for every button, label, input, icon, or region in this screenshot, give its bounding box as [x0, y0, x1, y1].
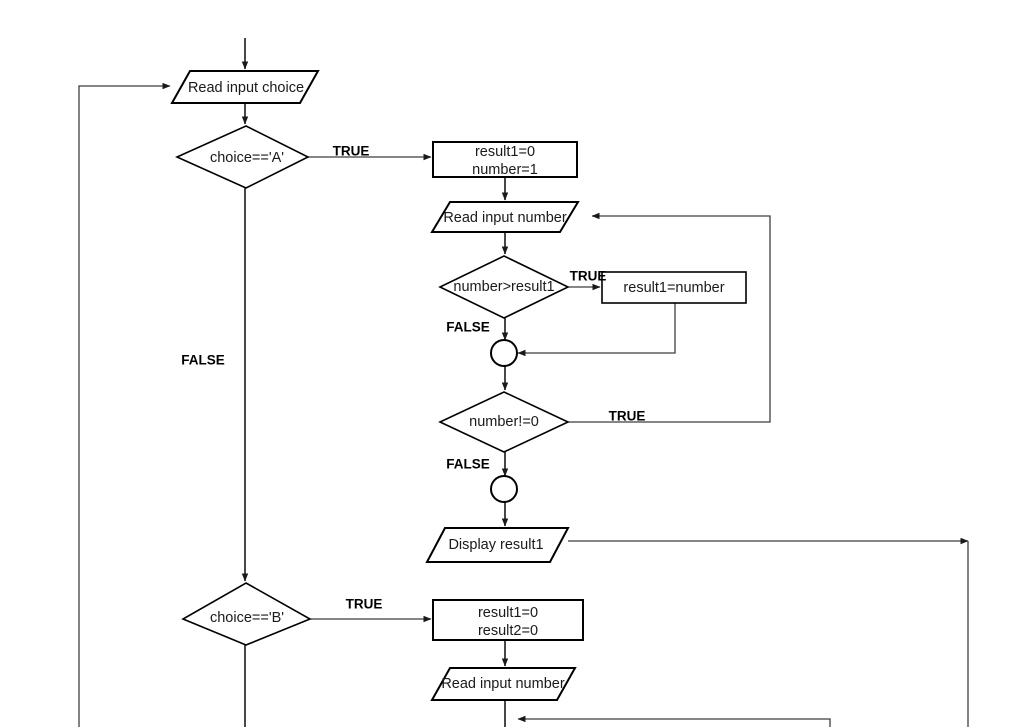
label-number-ne-true: TRUE: [609, 409, 646, 424]
init-result1-result2-shape: [432, 599, 584, 641]
init-result1-result2-line2: result2=0: [478, 623, 538, 639]
read-input-number-a-label: Read input number: [443, 210, 566, 226]
display-result1-label: Display result1: [448, 537, 543, 553]
read-input-number-a-shape: [430, 201, 580, 233]
label-number-gt-false: FALSE: [446, 320, 490, 335]
edge-loopback-to-read-choice: [78, 82, 171, 727]
edge-lower-feedback-into-read-number-b: [517, 715, 831, 727]
choice-is-a-label: choice=='A': [210, 150, 284, 166]
label-choice-a-false: FALSE: [181, 353, 225, 368]
node-merge-connector-1[interactable]: [490, 339, 518, 367]
merge-connector-1-shape: [490, 339, 518, 367]
node-merge-connector-2[interactable]: [490, 475, 518, 503]
number-ne-zero-label: number!=0: [469, 414, 539, 430]
node-read-input-number-b[interactable]: Read input number: [430, 667, 577, 701]
read-input-number-b-label: Read input number: [441, 676, 564, 692]
node-read-input-number-a[interactable]: Read input number: [430, 201, 580, 233]
label-choice-b-true: TRUE: [346, 597, 383, 612]
read-input-number-b-shape: [430, 667, 577, 701]
read-input-choice-shape: [170, 70, 320, 104]
node-init-result1-number[interactable]: result1=0 number=1: [432, 141, 578, 178]
node-number-gt-result1[interactable]: number>result1: [438, 255, 570, 319]
read-input-choice-label: Read input choice: [188, 80, 304, 96]
node-choice-is-b[interactable]: choice=='B': [181, 582, 312, 646]
node-read-input-choice[interactable]: Read input choice: [170, 70, 320, 104]
node-display-result1[interactable]: Display result1: [425, 527, 570, 563]
init-result1-number-line2: number=1: [472, 162, 538, 178]
assign-result1-number-shape: [601, 271, 747, 304]
choice-is-b-label: choice=='B': [210, 610, 284, 626]
node-choice-is-a[interactable]: choice=='A': [175, 125, 310, 189]
edge-number-ne-true-loop: [568, 212, 771, 423]
label-choice-a-true: TRUE: [333, 144, 370, 159]
node-number-ne-zero[interactable]: number!=0: [438, 391, 570, 453]
label-number-gt-true: TRUE: [570, 269, 607, 284]
init-result1-result2-line1: result1=0: [478, 605, 538, 621]
display-result1-shape: [425, 527, 570, 563]
choice-is-b-shape: [181, 582, 312, 646]
node-assign-result1-number[interactable]: result1=number: [601, 271, 747, 304]
node-init-result1-result2[interactable]: result1=0 result2=0: [432, 599, 584, 641]
assign-result1-number-label: result1=number: [623, 280, 724, 296]
number-gt-result1-shape: [438, 255, 570, 319]
init-result1-number-shape: [432, 141, 578, 178]
label-number-ne-false: FALSE: [446, 457, 490, 472]
number-ne-zero-shape: [438, 391, 570, 453]
merge-connector-2-shape: [490, 475, 518, 503]
number-gt-result1-label: number>result1: [453, 279, 554, 295]
edge-assign-to-merge1: [517, 303, 676, 357]
init-result1-number-line1: result1=0: [475, 144, 535, 160]
choice-is-a-shape: [175, 125, 310, 189]
